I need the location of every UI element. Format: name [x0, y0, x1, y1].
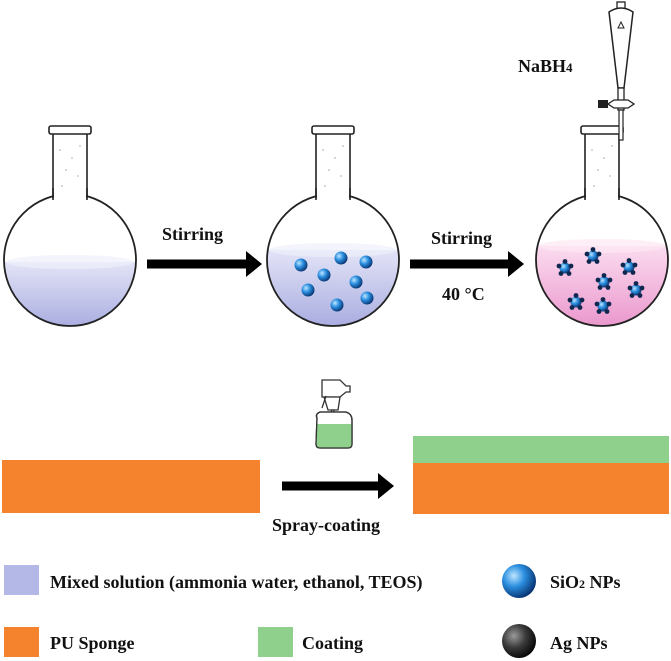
arrow-stirring-2 [410, 251, 524, 277]
sio2-particles [294, 251, 374, 312]
mixed-solution-liquid [4, 262, 136, 326]
legend-label-pu-sponge: PU Sponge [50, 633, 135, 653]
separatory-funnel-icon [598, 1, 636, 141]
legend-swatch-mixed-solution [4, 565, 39, 595]
glass-texture [322, 145, 344, 187]
legend-label-coating: Coating [302, 633, 363, 653]
nabh4-base: NaBH [518, 56, 566, 76]
sio2-subscript: 2 [579, 577, 585, 591]
arrow-stirring-1 [147, 251, 262, 277]
legend-swatch-sio2 [502, 564, 536, 598]
legend: Mixed solution (ammonia water, ethanol, … [4, 564, 621, 658]
glass-texture [591, 145, 613, 187]
label-stirring-2: Stirring [431, 228, 492, 248]
pu-sponge-block [2, 460, 260, 513]
legend-swatch-coating [258, 627, 293, 657]
legend-label-mixed-solution: Mixed solution (ammonia water, ethanol, … [50, 572, 423, 593]
label-spray-coating: Spray-coating [272, 515, 380, 535]
sio2-rest: NPs [585, 572, 621, 592]
coated-sponge-block [413, 463, 669, 514]
label-temperature: 40 °C [442, 284, 485, 304]
legend-label-ag: Ag NPs [550, 633, 608, 653]
label-nabh4: NaBH4 [518, 56, 573, 76]
flask-3 [535, 125, 669, 327]
ag-decorated-particles [556, 247, 645, 314]
sio2-base: SiO [550, 572, 579, 592]
legend-swatch-ag [502, 624, 536, 658]
legend-label-sio2: SiO2 NPs [550, 572, 621, 592]
flask-2 [266, 125, 400, 327]
coating-layer [413, 436, 669, 463]
arrow-spray-coating [282, 473, 394, 499]
legend-swatch-pu-sponge [4, 627, 39, 657]
flask-1 [3, 125, 137, 327]
spray-bottle-icon [315, 379, 353, 449]
glass-texture [59, 145, 81, 187]
nabh4-subscript: 4 [566, 60, 573, 75]
label-stirring-1: Stirring [162, 224, 223, 244]
